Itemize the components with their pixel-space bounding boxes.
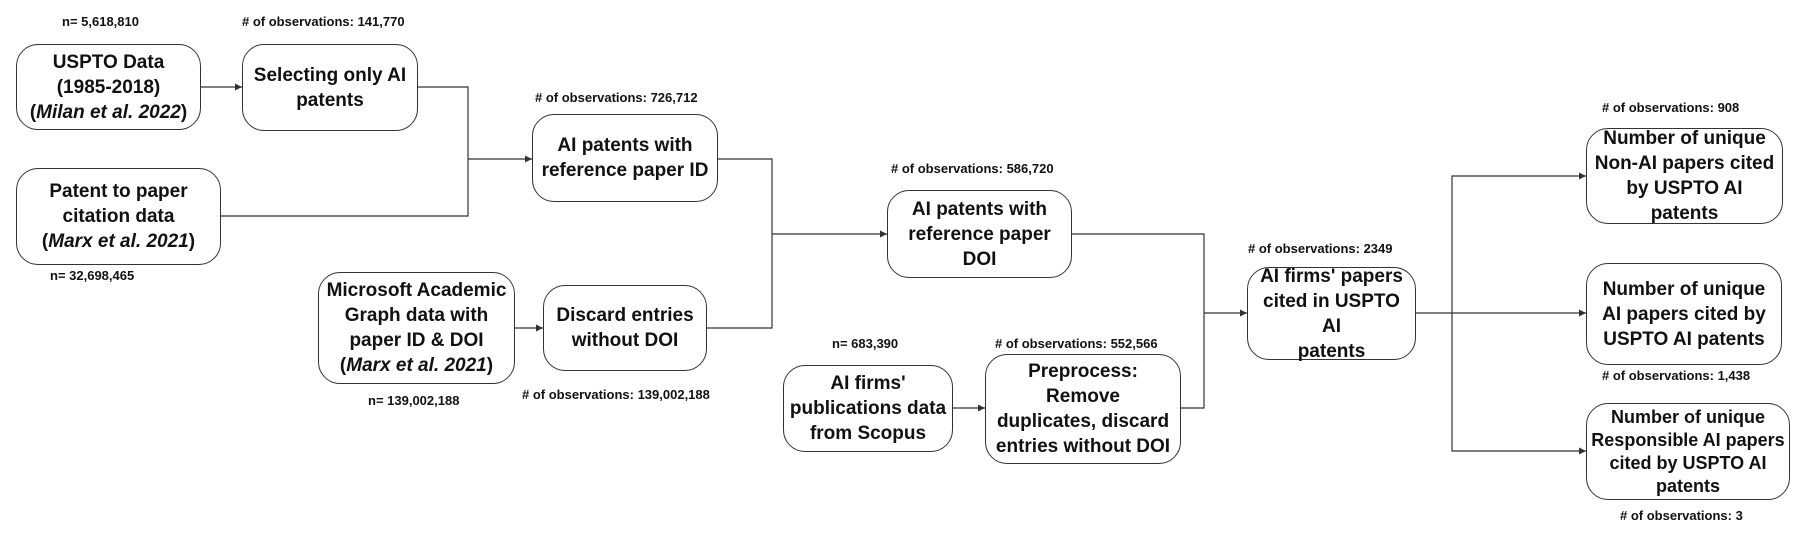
edge-preprocess-merge: [1181, 313, 1204, 408]
box-line: USPTO Data: [30, 50, 187, 75]
box-line: USPTO AI patents: [1602, 327, 1766, 352]
box-line: entries without DOI: [990, 434, 1176, 459]
box-line: patents: [1252, 339, 1411, 364]
box-citation: (Marx et al. 2021): [327, 353, 507, 378]
box-line: duplicates, discard: [990, 409, 1176, 434]
box-line: reference paper ID: [542, 158, 709, 183]
citation-text: Marx et al. 2021: [346, 355, 486, 376]
firm-papers-observations-label: # of observations: 2349: [1248, 241, 1393, 256]
box-line: Graph data with: [327, 303, 507, 328]
box-line: (1985-2018): [30, 75, 187, 100]
box-line: AI patents with: [908, 197, 1051, 222]
box-line: DOI: [908, 247, 1051, 272]
box-line: from Scopus: [790, 421, 946, 446]
edge-citation-merge: [220, 159, 468, 216]
preprocess-box: Preprocess: Remove duplicates, discard e…: [985, 354, 1181, 464]
non-ai-observations-label: # of observations: 908: [1602, 100, 1739, 115]
box-citation: (Marx et al. 2021): [42, 229, 195, 254]
box-line: Non-AI papers cited: [1591, 151, 1778, 176]
ai-papers-observations-label: # of observations: 1,438: [1602, 368, 1750, 383]
box-line: Microsoft Academic: [327, 278, 507, 303]
box-line: patents: [254, 88, 406, 113]
box-line: Number of unique: [1591, 406, 1784, 429]
citation-text: Milan et al. 2022: [36, 102, 181, 123]
mag-data-box: Microsoft Academic Graph data with paper…: [318, 272, 515, 384]
box-line: Selecting only AI: [254, 63, 406, 88]
select-observations-label: # of observations: 141,770: [242, 14, 405, 29]
box-line: citation data: [42, 204, 195, 229]
box-line: AI firms' papers: [1252, 264, 1411, 289]
box-line: Responsible AI papers: [1591, 429, 1784, 452]
scopus-data-box: AI firms' publications data from Scopus: [783, 365, 953, 452]
box-line: publications data: [790, 396, 946, 421]
ai-ref-id-observations-label: # of observations: 726,712: [535, 90, 698, 105]
citation-count-label: n= 32,698,465: [50, 268, 134, 283]
box-line: by USPTO AI patents: [1591, 176, 1778, 226]
mag-count-label: n= 139,002,188: [368, 393, 459, 408]
box-line: Discard entries: [556, 303, 693, 328]
responsible-ai-observations-label: # of observations: 3: [1620, 508, 1743, 523]
ai-papers-box: Number of unique AI papers cited by USPT…: [1586, 263, 1782, 365]
box-line: Number of unique: [1591, 126, 1778, 151]
uspto-data-box: USPTO Data (1985-2018) (Milan et al. 202…: [16, 44, 201, 130]
edge-select-merge: [418, 87, 468, 159]
scopus-count-label: n= 683,390: [832, 336, 898, 351]
box-citation: (Milan et al. 2022): [30, 100, 187, 125]
edge-ai-ref-doi-merge: [1072, 234, 1204, 313]
edge-ai-ref-id-merge: [718, 159, 772, 234]
box-line: paper ID & DOI: [327, 328, 507, 353]
box-line: cited by USPTO AI: [1591, 452, 1784, 475]
box-line: Number of unique: [1602, 277, 1766, 302]
box-line: AI patents with: [542, 133, 709, 158]
box-line: Preprocess: Remove: [990, 359, 1176, 409]
edge-split-to-resp-ai: [1452, 313, 1586, 451]
ai-ref-doi-observations-label: # of observations: 586,720: [891, 161, 1054, 176]
ai-patents-ref-id-box: AI patents with reference paper ID: [532, 114, 718, 202]
box-line: without DOI: [556, 328, 693, 353]
box-line: Patent to paper: [42, 179, 195, 204]
box-line: patents: [1591, 475, 1784, 498]
box-line: cited in USPTO AI: [1252, 289, 1411, 339]
non-ai-papers-box: Number of unique Non-AI papers cited by …: [1586, 128, 1783, 224]
discard-observations-label: # of observations: 139,002,188: [522, 387, 710, 402]
discard-no-doi-box: Discard entries without DOI: [543, 285, 707, 371]
citation-text: Marx et al. 2021: [48, 231, 188, 252]
box-line: reference paper: [908, 222, 1051, 247]
ai-patents-ref-doi-box: AI patents with reference paper DOI: [887, 190, 1072, 278]
firm-papers-cited-box: AI firms' papers cited in USPTO AI paten…: [1247, 267, 1416, 360]
box-line: AI papers cited by: [1602, 302, 1766, 327]
preprocess-observations-label: # of observations: 552,566: [995, 336, 1158, 351]
select-ai-patents-box: Selecting only AI patents: [242, 44, 418, 131]
uspto-count-label: n= 5,618,810: [62, 14, 139, 29]
box-line: AI firms': [790, 371, 946, 396]
patent-paper-citation-box: Patent to paper citation data (Marx et a…: [16, 168, 221, 265]
edge-split-to-non-ai: [1452, 176, 1586, 313]
edge-discard-merge: [707, 234, 772, 328]
responsible-ai-papers-box: Number of unique Responsible AI papers c…: [1586, 403, 1790, 500]
